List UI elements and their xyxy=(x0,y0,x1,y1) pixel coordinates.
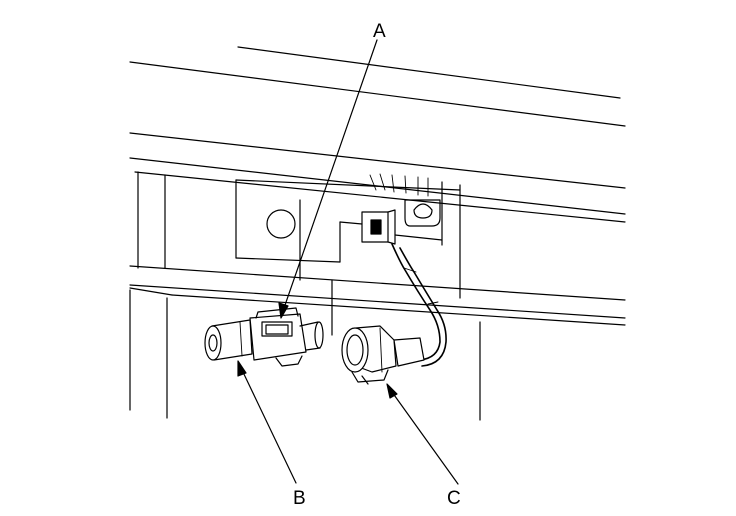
callout-label-a: A xyxy=(373,21,386,42)
callout-label-c: C xyxy=(447,488,461,509)
leader-arrow-b xyxy=(237,360,297,484)
callout-label-b: B xyxy=(293,488,306,509)
connector-b xyxy=(204,307,324,367)
mounting-bracket xyxy=(361,173,441,245)
leader-arrow-c xyxy=(386,383,459,485)
wire-harness xyxy=(391,243,447,367)
body-panel-lines xyxy=(129,46,626,421)
leader-arrow-a xyxy=(278,39,378,319)
connector-c xyxy=(341,325,425,385)
panel-hole xyxy=(266,209,296,239)
